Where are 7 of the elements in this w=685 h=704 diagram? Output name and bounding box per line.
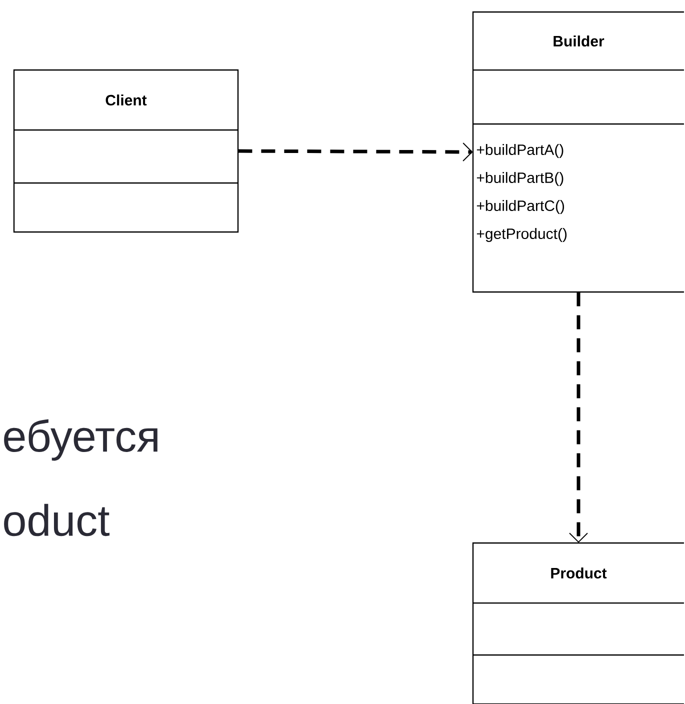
class-box: Client <box>13 69 239 233</box>
slide-text: ебуется <box>4 419 158 461</box>
class-box: Builder +buildPartA() +buildPartB() +buildPartC() +getProduct() <box>472 11 684 293</box>
class-box: Product <box>472 542 684 704</box>
dependency-arrow <box>569 292 588 543</box>
dependency-arrow <box>238 142 473 162</box>
slide-text: oduct <box>4 504 110 536</box>
